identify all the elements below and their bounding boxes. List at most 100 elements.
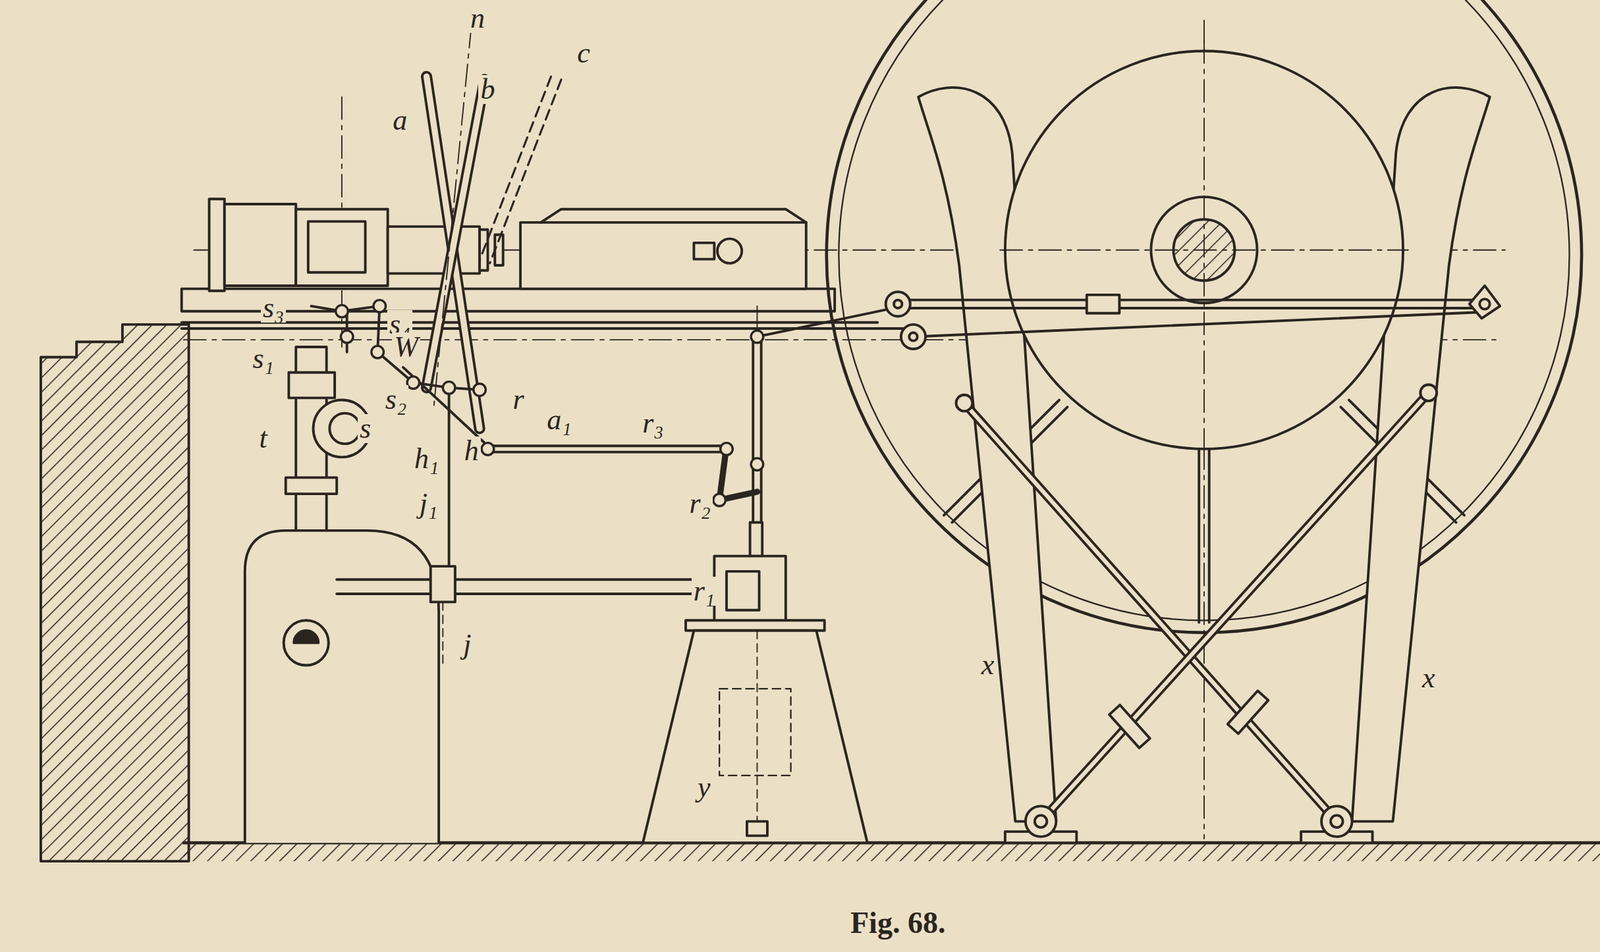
weight-hidden (719, 689, 791, 776)
pipe-section (283, 620, 329, 666)
callout-letter: s (357, 414, 373, 444)
brace (1040, 393, 1429, 823)
regulator-window (726, 571, 760, 611)
pivot (481, 443, 495, 456)
callout-letter: h₁ (412, 444, 441, 474)
ground-hatch (183, 843, 1600, 862)
lever (426, 79, 485, 388)
callout-letter: s₃ (260, 293, 286, 323)
brace (964, 403, 1337, 822)
callout-letter: b (478, 75, 497, 105)
callout-letter: r₃ (640, 409, 666, 439)
pivot (750, 330, 764, 344)
pipe (336, 592, 720, 596)
valve-bore (329, 413, 360, 444)
figure-caption: Fig. 68. (847, 908, 948, 939)
pivot (885, 291, 911, 317)
pivot (893, 300, 902, 309)
link (377, 306, 480, 390)
foot-pivot (1034, 815, 1048, 828)
cylinder (224, 204, 296, 286)
turnbuckle (1086, 295, 1120, 314)
axis-line (999, 249, 1409, 251)
callout-letter: h (462, 436, 481, 466)
pipe-section-fill (293, 631, 319, 644)
pivot (407, 376, 420, 390)
foot-pivot (1330, 815, 1344, 828)
cylinder-flange (209, 198, 225, 291)
pivot (956, 395, 973, 412)
centre-line (433, 25, 471, 409)
connecting-rod (897, 299, 1485, 302)
pivot (909, 332, 917, 341)
pivot (720, 443, 734, 456)
pivot (1479, 299, 1490, 309)
pipe (336, 578, 720, 581)
pivot (442, 382, 456, 395)
spoke (1208, 449, 1211, 623)
spoke (1197, 449, 1201, 623)
pivot (1420, 384, 1437, 402)
brace (964, 403, 1337, 822)
lever-dashed (490, 79, 562, 264)
turnbuckle (1109, 705, 1151, 749)
valve-flange (285, 477, 337, 495)
axis-line (756, 631, 759, 823)
callout-letter: r₂ (687, 489, 713, 519)
brace (1040, 393, 1429, 823)
callout-letter: r (510, 385, 526, 415)
pivot (713, 494, 726, 507)
tube (387, 226, 480, 274)
pivot (371, 345, 385, 359)
valve-collar (288, 372, 335, 399)
pivot (473, 384, 487, 397)
connecting-rod (897, 306, 1485, 310)
pivot (340, 330, 354, 344)
callout-letter: s₁ (250, 344, 276, 374)
wall-section (40, 324, 190, 862)
callout-letter: a (390, 106, 410, 136)
callout-letter: W (391, 332, 421, 362)
callout-letter: x (1420, 663, 1438, 693)
nut (746, 822, 768, 837)
motor-box (520, 222, 807, 290)
pivot (901, 324, 926, 350)
pedestal (642, 631, 868, 844)
callout-letter: r₁ (691, 577, 717, 607)
valve-window (308, 221, 366, 273)
rod (447, 389, 451, 567)
callout-letter: j₁ (417, 489, 441, 519)
callout-letter: t (257, 424, 270, 454)
lever (426, 79, 485, 388)
callout-letter: a₁ (544, 405, 574, 435)
arch-support (245, 530, 439, 844)
callout-letter: s₂ (383, 385, 409, 415)
pipe-axis (441, 602, 444, 664)
pedestal-cap (685, 620, 825, 631)
motor-top (540, 209, 807, 223)
callout-letter: y (695, 773, 713, 803)
pivot (335, 304, 349, 318)
connecting-rod (912, 312, 1480, 337)
axis-line (1203, 40, 1205, 450)
spindle (750, 523, 763, 557)
pivot (750, 458, 764, 471)
foot-pivot (1025, 806, 1056, 837)
rod-end (1469, 285, 1500, 319)
callout-letter: n (468, 3, 487, 33)
link (487, 451, 726, 454)
pivot (373, 300, 387, 313)
pipe-box (430, 566, 456, 603)
link (487, 444, 726, 448)
motor-knob (717, 239, 742, 264)
callout-letter: c (575, 38, 593, 68)
link (403, 367, 489, 446)
regulator-box (714, 556, 786, 624)
turnbuckle (1227, 690, 1269, 734)
callout-letter: x (979, 650, 997, 680)
valve-block (295, 209, 388, 286)
callout-letter: j (461, 630, 473, 660)
foot-pivot (1321, 806, 1352, 837)
